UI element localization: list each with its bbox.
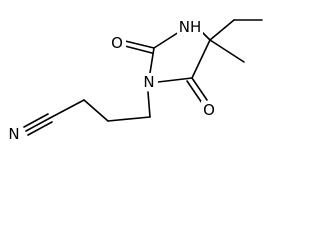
bond-chain-c1-c2 [107, 116, 151, 122]
bond-c5-o-bottom-a [191, 77, 208, 101]
bond-nitrile-c [23, 113, 49, 128]
bond-c5-n1 [157, 77, 193, 83]
bond-chain-c2-c3 [83, 99, 109, 122]
bond-c4-ethyl-ch2 [209, 19, 235, 41]
atom-nh: NH [179, 18, 202, 36]
bond-c2-o-top-b [124, 45, 153, 54]
structure-svg: N NH O O N [8, 18, 263, 143]
atom-n-nitrile: N [8, 125, 19, 143]
bond-c4-methyl [209, 39, 245, 63]
bond-chain-c3-cn [49, 99, 85, 119]
bond-nitrile-a [25, 117, 51, 132]
bond-n1-c2 [149, 47, 155, 74]
atom-o-top: O [111, 34, 123, 52]
bond-c5-o-bottom-b [186, 80, 203, 104]
atom-n-imide: N [143, 73, 154, 91]
bond-c2-nh [153, 31, 180, 49]
molecule-diagram: N NH O O N [8, 18, 263, 143]
bond-nitrile-b [27, 121, 53, 136]
atom-o-bottom: O [203, 101, 215, 119]
bond-c4-c5 [191, 39, 211, 79]
bond-c2-o-top-a [124, 40, 155, 49]
bond-n1-chain-c1 [147, 91, 151, 118]
